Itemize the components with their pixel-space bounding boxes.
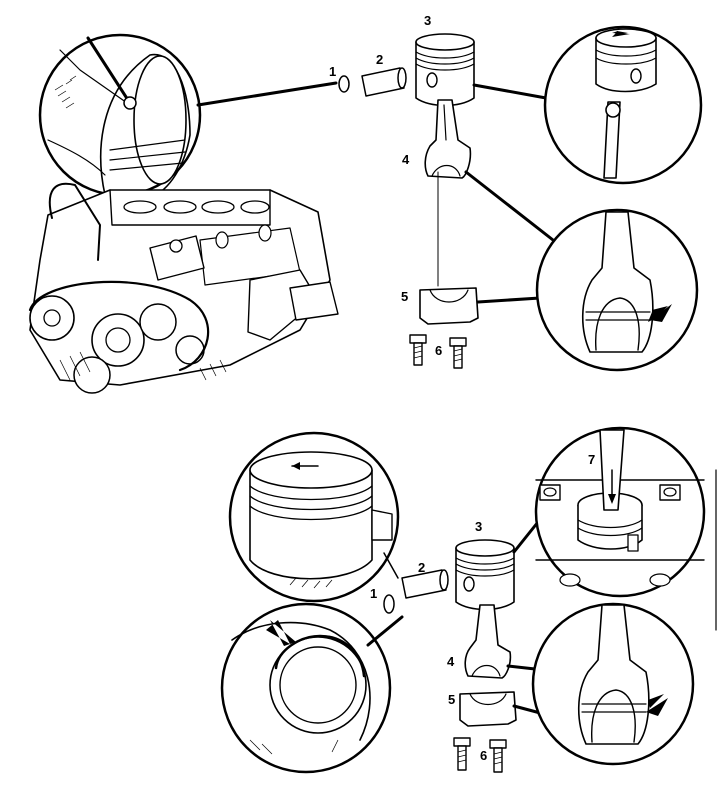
detail-circle-piston-arrow — [543, 25, 703, 185]
detail-circle-rod-marking — [535, 208, 699, 372]
rod-cap-part — [419, 287, 479, 325]
callout-3: 3 — [424, 13, 431, 28]
upper-assembly: 1 2 3 4 — [28, 13, 703, 394]
callout-4: 4 — [402, 152, 410, 167]
callout-1-lower: 1 — [370, 586, 377, 601]
detail-circle-piston-installation — [534, 426, 706, 598]
callout-4-lower: 4 — [447, 654, 455, 669]
lower-assembly: 1 2 3 4 5 — [220, 426, 717, 774]
callout-5: 5 — [401, 289, 408, 304]
piston-pin-part — [361, 67, 407, 97]
detail-circle-rod-marking-lower — [531, 602, 695, 766]
circlip-part — [338, 75, 350, 93]
detail-circle-circlip-gap — [220, 602, 392, 774]
callout-7: 7 — [588, 452, 595, 467]
callout-6-lower: 6 — [480, 748, 487, 763]
engine-block-illustration — [28, 182, 339, 394]
callout-2: 2 — [376, 52, 383, 67]
rod-cap-part-lower — [459, 691, 517, 727]
callout-1: 1 — [329, 64, 336, 79]
piston-part — [415, 33, 475, 107]
detail-circle-circlip-removal — [38, 33, 202, 199]
detail-circle-piston-direction — [228, 431, 400, 603]
piston-part-lower — [455, 539, 515, 611]
callout-5-lower: 5 — [448, 692, 455, 707]
piston-pin-part-lower — [401, 569, 449, 599]
connecting-rod-part-lower — [464, 604, 512, 679]
connecting-rod-part — [424, 99, 472, 179]
callout-6: 6 — [435, 343, 442, 358]
circlip-part-lower — [383, 594, 395, 614]
rod-bolts-part — [409, 334, 467, 369]
callout-2-lower: 2 — [418, 560, 425, 575]
rod-bolts-part-lower — [453, 737, 507, 773]
callout-3-lower: 3 — [475, 519, 482, 534]
